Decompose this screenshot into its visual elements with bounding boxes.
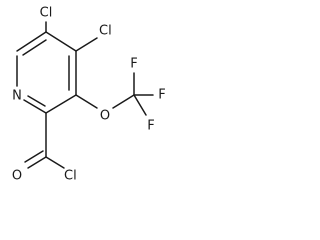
atom-o-carbonyl: O xyxy=(12,169,22,184)
atom-cl-top: Cl xyxy=(40,6,53,21)
bond-c6-c5 xyxy=(16,31,47,52)
atom-f-right: F xyxy=(158,88,165,103)
bond-c4-cl xyxy=(75,37,98,52)
pyridine-ring xyxy=(16,31,77,114)
atom-f-bottom: F xyxy=(147,119,154,134)
atom-o-ether: O xyxy=(100,109,110,124)
atom-labels: Cl Cl N O F F F O Cl xyxy=(12,6,166,184)
atom-f-top: F xyxy=(130,57,137,72)
atom-cl-acyl: Cl xyxy=(64,169,77,184)
bond-o-cf3 xyxy=(112,94,135,109)
bond-c2-n-inner xyxy=(27,95,46,107)
bond-co-double-a xyxy=(27,156,47,169)
substituent-bonds xyxy=(24,21,154,169)
atom-cl-right: Cl xyxy=(99,24,112,39)
bond-co-double-b xyxy=(24,150,44,163)
bond-c3-o xyxy=(75,94,98,109)
bond-c3-c2 xyxy=(45,94,77,114)
atom-n-ring: N xyxy=(12,89,22,104)
chemical-structure: Cl Cl N O F F F O Cl xyxy=(12,6,166,184)
bond-cf3-f-bottom xyxy=(133,94,147,116)
bond-c-cl-acyl xyxy=(45,156,65,169)
bond-c6-c5-inner xyxy=(22,39,47,56)
bond-c5-c4 xyxy=(45,31,77,52)
bond-c2-n xyxy=(23,99,47,114)
